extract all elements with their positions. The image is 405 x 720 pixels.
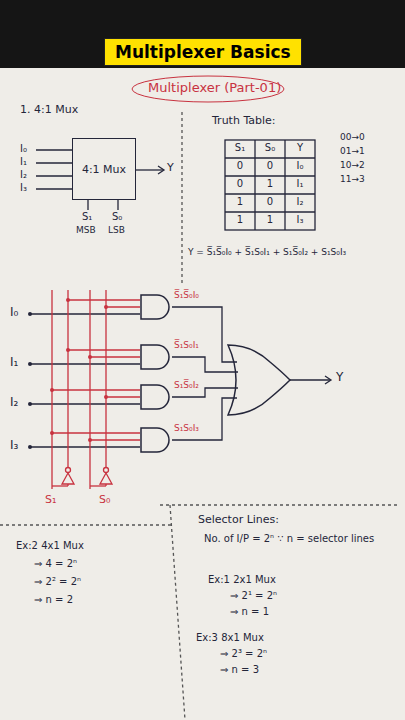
note-text: ⇒ n = 3 <box>220 664 259 676</box>
note-text: Multiplexer (Part-01) <box>148 81 281 96</box>
and-gate: S̅₁S̅₀I₀ <box>140 294 172 320</box>
and-gate: S₁S₀I₃ <box>140 427 172 453</box>
table-cell: Y <box>285 142 315 154</box>
table-cell: 1 <box>225 214 255 226</box>
table-cell: S₁ <box>225 142 255 154</box>
note-text: I₂ <box>20 169 27 181</box>
table-cell: 0 <box>225 178 255 190</box>
note-text: Ex:2 4x1 Mux <box>16 540 84 552</box>
gate-term-label: S̅₁S̅₀I₀ <box>174 291 199 301</box>
note-text: No. of I/P = 2ⁿ ∵ n = selector lines <box>204 533 396 545</box>
note-text: ⇒ 2³ = 2ⁿ <box>220 648 267 660</box>
note-text: 00→0 <box>340 132 365 142</box>
gate-term-label: S̅₁S₀I₁ <box>174 341 199 351</box>
table-cell: 0 <box>255 196 285 208</box>
table-cell: I₃ <box>285 214 315 226</box>
table-cell: 0 <box>255 160 285 172</box>
title-banner: Multiplexer Basics <box>104 38 302 66</box>
note-text: I₃ <box>10 439 18 453</box>
note-text: S₀ <box>112 211 122 223</box>
table-cell: I₂ <box>285 196 315 208</box>
note-text: S₀ <box>99 494 110 507</box>
table-cell: I₀ <box>285 160 315 172</box>
note-text: I₀ <box>10 306 18 320</box>
note-text: I₂ <box>10 396 18 410</box>
table-cell: I₁ <box>285 178 315 190</box>
note-text: LSB <box>108 225 125 235</box>
note-text: I₁ <box>10 356 18 370</box>
and-gate: S̅₁S₀I₁ <box>140 344 172 370</box>
note-text: ⇒ 2¹ = 2ⁿ <box>230 590 277 602</box>
table-cell: 1 <box>225 196 255 208</box>
note-text: I₁ <box>20 156 27 168</box>
note-text: Ex:1 2x1 Mux <box>208 574 276 586</box>
table-cell: 1 <box>255 214 285 226</box>
table-cell: S₀ <box>255 142 285 154</box>
and-gate: S₁S̅₀I₂ <box>140 384 172 410</box>
note-text: Y <box>336 371 343 385</box>
note-text: I₀ <box>20 143 27 155</box>
and-gate-symbol <box>140 294 172 320</box>
note-text: Y = S̅₁S̅₀I₀ + S̅₁S₀I₁ + S₁S̅₀I₂ + S₁S₀I… <box>188 247 402 257</box>
note-text: 10→2 <box>340 160 365 170</box>
note-text: I₃ <box>20 182 27 194</box>
note-text: Selector Lines: <box>198 514 279 527</box>
block-label: 4:1 Mux <box>82 163 126 176</box>
and-gate-symbol <box>140 384 172 410</box>
note-text: Ex:3 8x1 Mux <box>196 632 264 644</box>
note-text: S₁ <box>45 494 56 507</box>
note-text: Y <box>167 162 174 175</box>
note-text: 1. 4:1 Mux <box>20 104 78 117</box>
note-text: Truth Table: <box>212 115 276 128</box>
note-text: ⇒ 4 = 2ⁿ <box>34 558 77 570</box>
gate-term-label: S₁S₀I₃ <box>174 424 199 434</box>
note-text: 11→3 <box>340 174 365 184</box>
table-cell: 0 <box>225 160 255 172</box>
note-text: 01→1 <box>340 146 365 156</box>
note-text: ⇒ n = 2 <box>34 594 73 606</box>
note-text: ⇒ n = 1 <box>230 606 269 618</box>
and-gate-symbol <box>140 344 172 370</box>
mux-block: 4:1 Mux <box>72 138 136 200</box>
gate-term-label: S₁S̅₀I₂ <box>174 381 199 391</box>
note-text: MSB <box>76 225 96 235</box>
note-text: S₁ <box>82 211 92 223</box>
and-gate-symbol <box>140 427 172 453</box>
note-text: ⇒ 2² = 2ⁿ <box>34 576 81 588</box>
table-cell: 1 <box>255 178 285 190</box>
